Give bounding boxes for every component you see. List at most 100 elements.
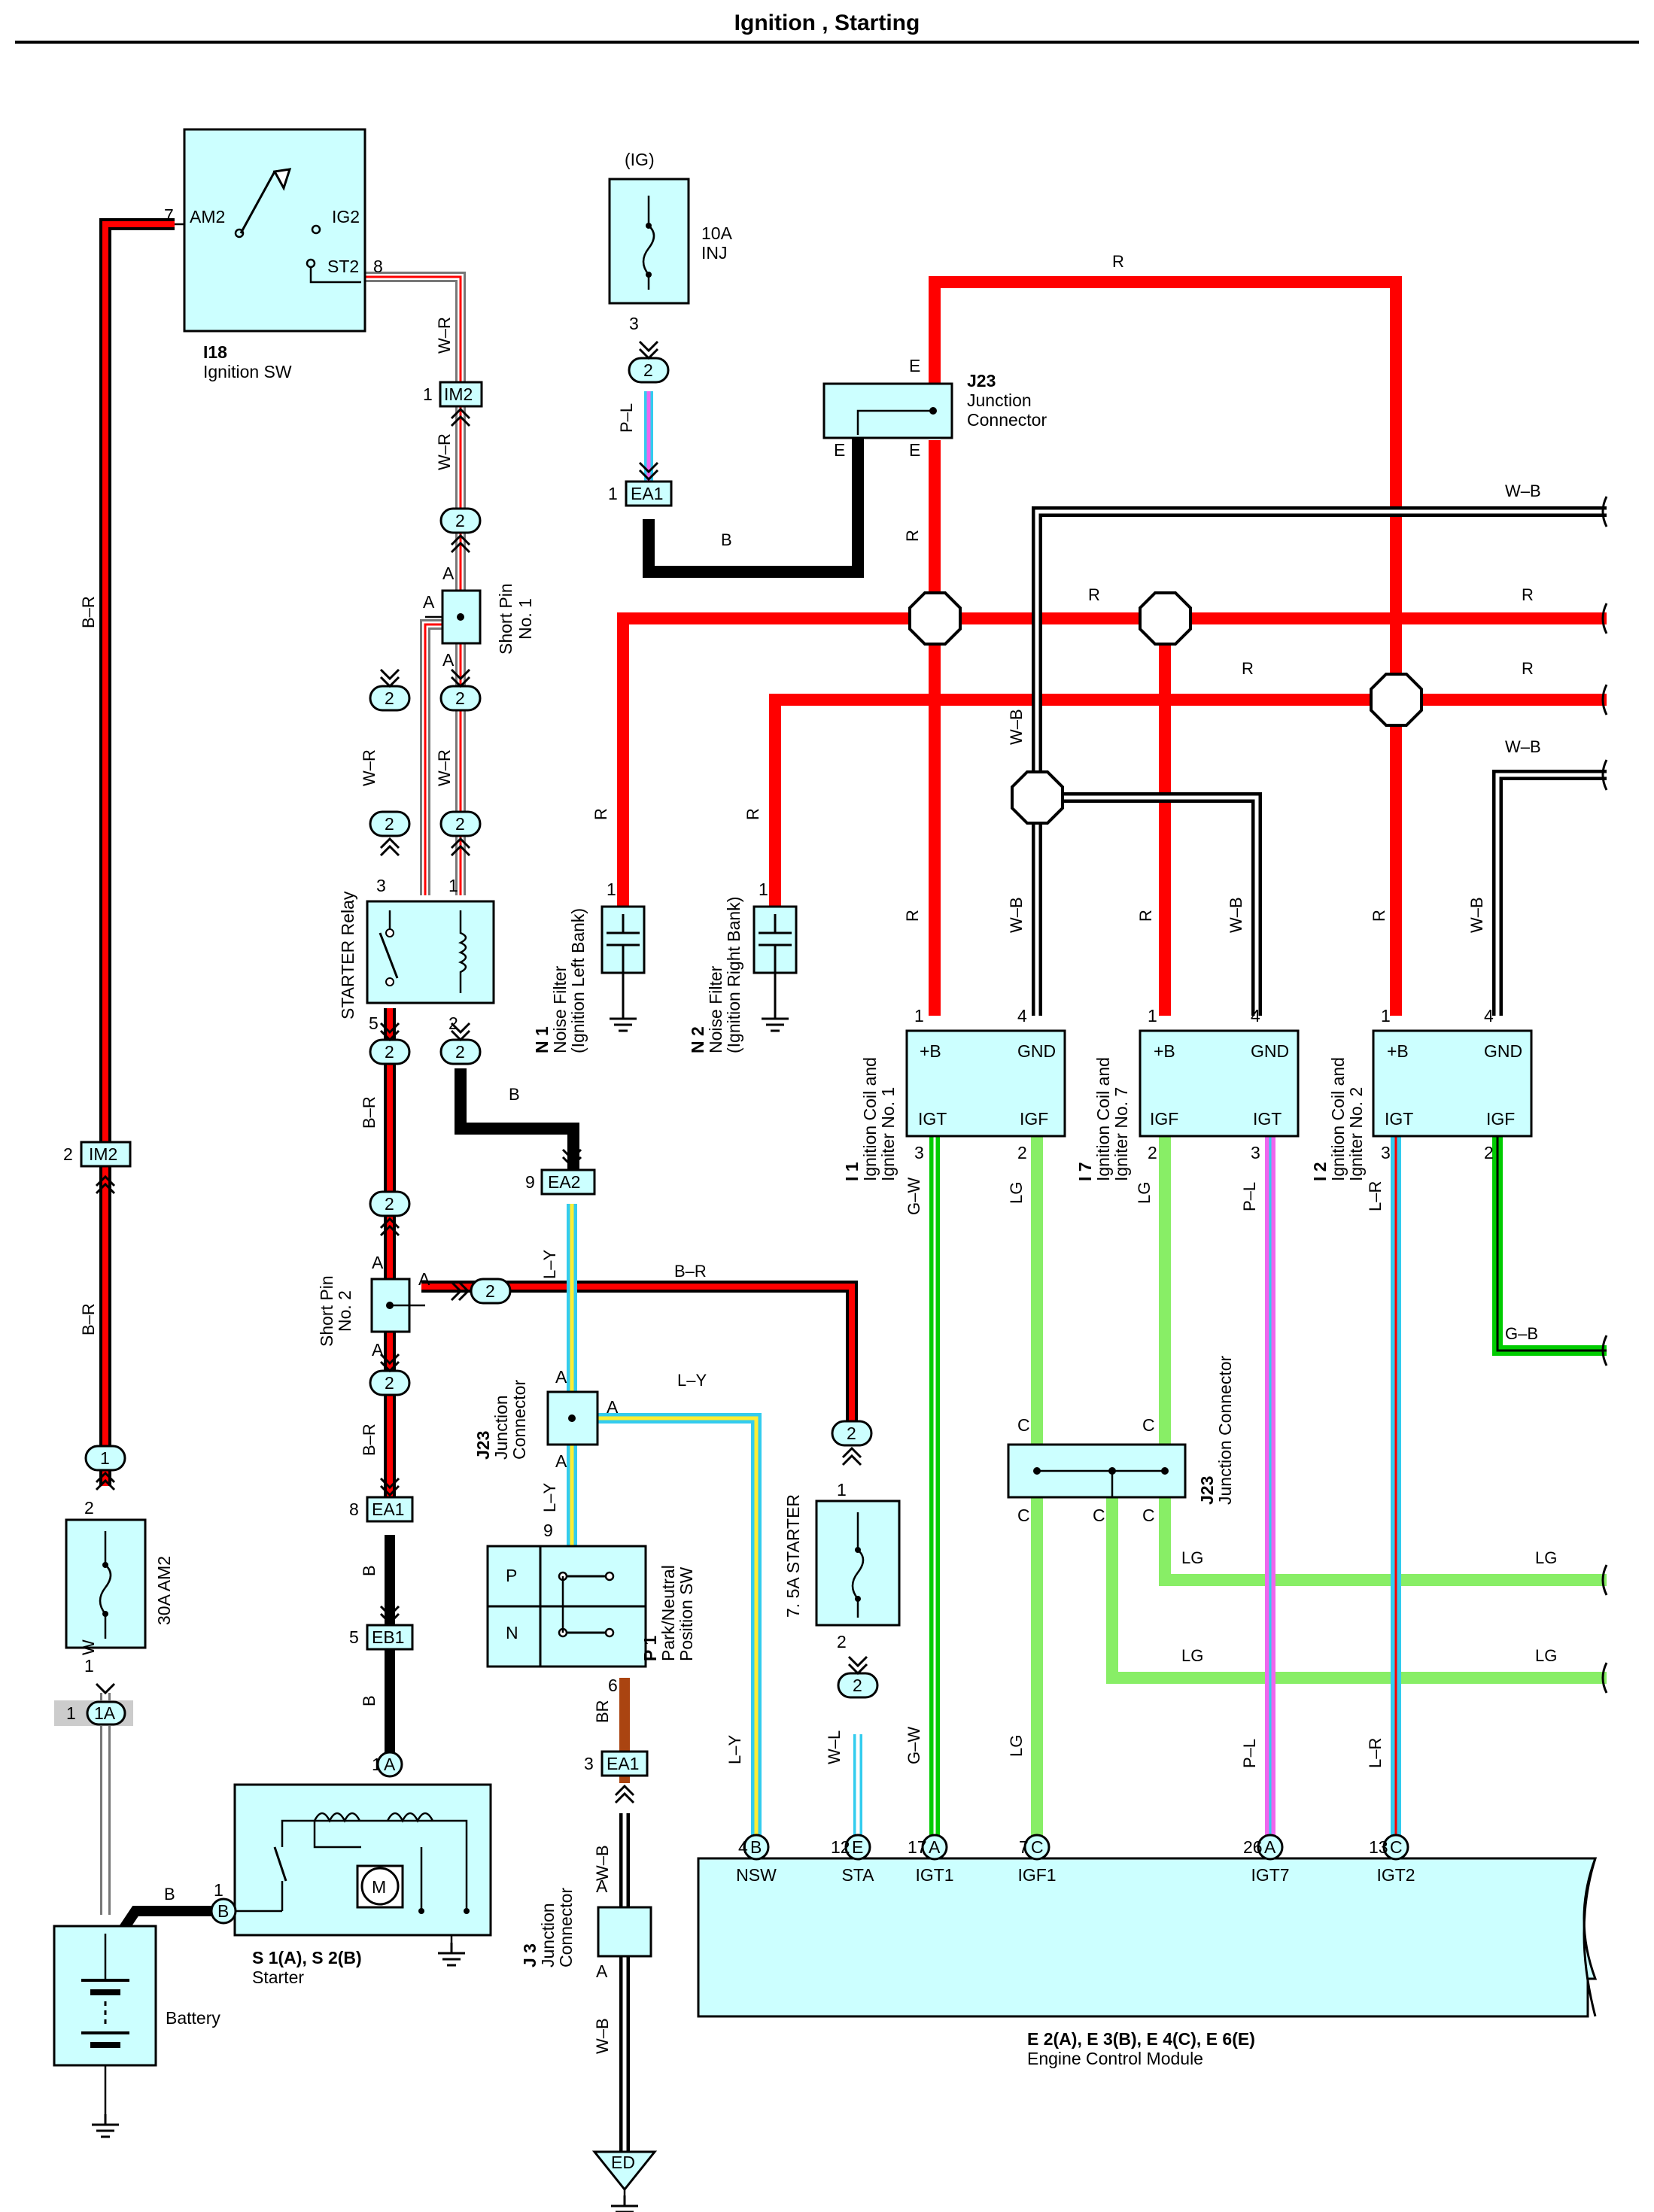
svg-text:Park/Neutral: Park/Neutral: [658, 1565, 678, 1661]
svg-text:P–L: P–L: [1240, 1182, 1259, 1211]
svg-text:3: 3: [584, 1754, 594, 1773]
svg-text:L–R: L–R: [1366, 1181, 1385, 1211]
svg-text:G–W: G–W: [905, 1177, 923, 1215]
svg-text:10A: 10A: [701, 223, 733, 243]
svg-text:2: 2: [853, 1676, 862, 1695]
svg-text:M: M: [372, 1877, 386, 1897]
svg-text:R: R: [1242, 659, 1254, 678]
svg-text:A: A: [596, 1961, 608, 1981]
svg-text:B: B: [721, 530, 732, 549]
svg-text:R: R: [903, 530, 922, 542]
svg-text:GND: GND: [1484, 1041, 1522, 1061]
svg-text:J23: J23: [473, 1431, 493, 1460]
svg-text:Junction: Junction: [967, 390, 1032, 410]
svg-text:W: W: [79, 1639, 98, 1655]
wire-b-r-am2: [99, 218, 175, 1486]
svg-text:GND: GND: [1017, 1041, 1056, 1061]
oval-connector: 2: [628, 340, 670, 384]
svg-text:J 3: J 3: [520, 1943, 540, 1967]
svg-text:A: A: [423, 592, 435, 612]
svg-text:1: 1: [914, 1006, 924, 1025]
short-pin-1: A A A Short Pin No. 1: [423, 564, 535, 670]
svg-text:4: 4: [1484, 1006, 1494, 1025]
svg-text:1: 1: [759, 880, 768, 899]
svg-text:26: 26: [1243, 1837, 1263, 1857]
svg-text:2: 2: [1017, 1143, 1027, 1162]
svg-text:Ignition Coil and: Ignition Coil and: [1093, 1057, 1113, 1181]
svg-text:C: C: [1390, 1837, 1403, 1857]
svg-text:12: 12: [831, 1837, 850, 1857]
svg-text:+B: +B: [920, 1041, 941, 1061]
oval-connector: 2: [450, 1278, 512, 1305]
fuse-inj: (IG) 10A INJ 3: [608, 150, 733, 333]
wire-b-ea1-j23: [643, 436, 864, 578]
svg-text:R: R: [1088, 585, 1100, 604]
svg-text:2: 2: [448, 1013, 458, 1033]
svg-text:W–B: W–B: [1505, 737, 1541, 756]
svg-text:A: A: [384, 1755, 396, 1774]
svg-text:S 1(A), S 2(B): S 1(A), S 2(B): [252, 1948, 362, 1967]
svg-text:C: C: [1017, 1415, 1030, 1435]
svg-text:A: A: [555, 1451, 567, 1471]
svg-text:IGT2: IGT2: [1376, 1865, 1415, 1885]
svg-text:17: 17: [908, 1837, 927, 1857]
svg-text:N 1: N 1: [532, 1026, 552, 1053]
fuse-am2: 2 1 30A AM2: [65, 1498, 174, 1676]
svg-text:L–Y: L–Y: [540, 1250, 559, 1279]
wire-b-r-relay: [384, 1008, 858, 1512]
svg-text:I 7: I 7: [1075, 1162, 1095, 1181]
junction-j23-top: E E E J23 Junction Connector: [822, 356, 1047, 460]
svg-text:Engine Control Module: Engine Control Module: [1027, 2049, 1203, 2068]
svg-text:B: B: [217, 1901, 229, 1921]
starter-motor: M 1 1 S 1(A), S 2(B) Starter: [214, 1755, 492, 1987]
svg-text:R: R: [743, 808, 762, 820]
svg-text:Connector: Connector: [509, 1380, 529, 1460]
svg-text:3: 3: [914, 1143, 924, 1162]
svg-text:A: A: [442, 564, 455, 583]
svg-text:Igniter No. 1: Igniter No. 1: [878, 1087, 898, 1181]
svg-text:2: 2: [643, 360, 653, 380]
svg-text:R: R: [1136, 910, 1155, 922]
svg-text:Noise Filter: Noise Filter: [706, 965, 725, 1053]
svg-text:Igniter No. 2: Igniter No. 2: [1346, 1087, 1366, 1181]
svg-text:N: N: [506, 1623, 518, 1642]
svg-text:E 2(A), E 3(B), E 4(C), E 6(E): E 2(A), E 3(B), E 4(C), E 6(E): [1027, 2029, 1255, 2049]
svg-text:1: 1: [84, 1656, 94, 1676]
svg-text:W–R: W–R: [435, 749, 454, 786]
svg-text:B–R: B–R: [360, 1424, 379, 1456]
svg-text:1: 1: [100, 1448, 110, 1468]
svg-text:GND: GND: [1251, 1041, 1289, 1061]
svg-text:E: E: [909, 356, 920, 375]
oval-connector: 2: [837, 1655, 879, 1699]
svg-text:C: C: [1142, 1415, 1155, 1435]
svg-text:(Ignition Right Bank): (Ignition Right Bank): [724, 897, 743, 1053]
svg-text:5: 5: [369, 1013, 379, 1033]
ignition-coil-7: +B GND IGF IGT 1 4 2 3 I 7 Ignition Coil…: [1075, 1006, 1300, 1181]
svg-text:IGT: IGT: [918, 1109, 947, 1129]
svg-text:Starter: Starter: [252, 1967, 304, 1987]
svg-text:LG: LG: [1535, 1646, 1557, 1665]
svg-text:Connector: Connector: [556, 1888, 576, 1967]
wire-w-b: [1032, 506, 1607, 1016]
svg-text:A: A: [929, 1837, 941, 1857]
svg-text:G–W: G–W: [905, 1727, 923, 1764]
svg-text:2: 2: [455, 511, 465, 530]
svg-text:R: R: [1522, 585, 1534, 604]
svg-text:1: 1: [1148, 1006, 1157, 1025]
park-neutral-switch: P N 9 6 P 1 Park/Neutral Position SW: [486, 1521, 696, 1695]
svg-text:L–Y: L–Y: [725, 1735, 744, 1764]
svg-text:1: 1: [214, 1880, 223, 1900]
svg-text:B: B: [360, 1565, 379, 1576]
svg-text:(Ignition Left Bank): (Ignition Left Bank): [568, 908, 588, 1053]
svg-text:E: E: [909, 440, 920, 460]
ign-sw-name: Ignition SW: [203, 362, 292, 381]
svg-text:3: 3: [1381, 1143, 1391, 1162]
svg-text:1: 1: [1381, 1006, 1391, 1025]
svg-text:LG: LG: [1135, 1182, 1154, 1204]
svg-text:LG: LG: [1007, 1735, 1026, 1757]
svg-text:P–L: P–L: [1240, 1739, 1259, 1768]
svg-text:IGT: IGT: [1385, 1109, 1413, 1129]
svg-text:W–B: W–B: [1467, 897, 1486, 933]
connector-eb1: EB1 5: [349, 1605, 414, 1651]
